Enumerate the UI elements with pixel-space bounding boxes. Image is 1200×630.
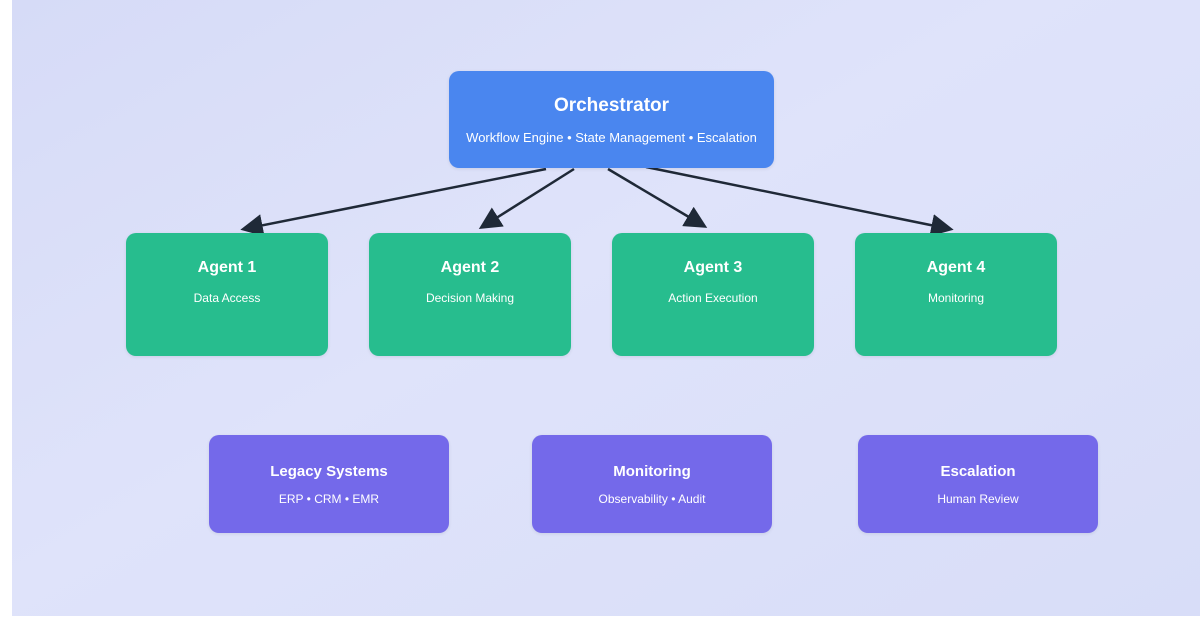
edge-orchestrator-agent-2 [478,167,575,229]
agent-3-title: Agent 3 [683,259,743,276]
system-node-escalation: Escalation Human Review [858,435,1098,533]
monitoring-title: Monitoring [613,462,691,480]
agent-4-title: Agent 4 [926,259,986,276]
diagram-background: Orchestrator Workflow Engine • State Man… [12,0,1200,616]
agent-4-subtitle: Monitoring [927,291,985,305]
system-node-legacy-systems: Legacy Systems ERP • CRM • EMR [209,435,449,533]
legacy-systems-subtitle: ERP • CRM • EMR [278,491,380,506]
agent-node-2: Agent 2 Decision Making [369,233,571,356]
orchestrator-node: Orchestrator Workflow Engine • State Man… [449,71,774,168]
orchestrator-subtitle: Workflow Engine • State Management • Esc… [466,129,757,145]
monitoring-subtitle: Observability • Audit [598,491,706,506]
agent-node-3: Agent 3 Action Execution [612,233,814,356]
agent-2-title: Agent 2 [440,259,500,276]
agent-1-subtitle: Data Access [193,291,261,305]
escalation-title: Escalation [940,462,1016,480]
escalation-subtitle: Human Review [937,491,1019,506]
orchestrator-title: Orchestrator [553,94,670,116]
agent-3-subtitle: Action Execution [668,291,758,305]
legacy-systems-title: Legacy Systems [270,462,388,480]
system-node-monitoring: Monitoring Observability • Audit [532,435,772,533]
edge-orchestrator-agent-4 [645,165,954,237]
agent-1-title: Agent 1 [197,259,257,276]
agent-node-4: Agent 4 Monitoring [855,233,1057,356]
edge-orchestrator-agent-3 [607,167,708,228]
edge-orchestrator-agent-1 [240,167,547,237]
agent-2-subtitle: Decision Making [425,291,515,305]
agent-node-1: Agent 1 Data Access [126,233,328,356]
